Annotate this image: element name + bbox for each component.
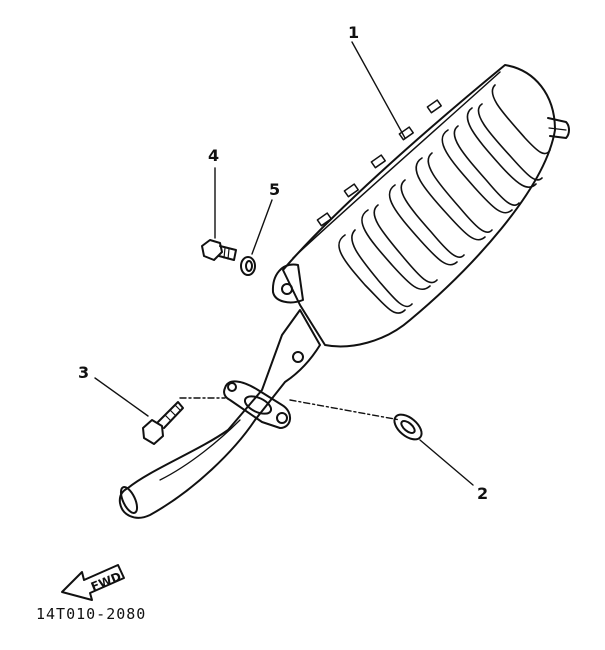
muffler-bolt [201, 239, 237, 261]
callout-3: 3 [78, 363, 90, 382]
callout-5: 5 [269, 180, 281, 199]
gasket [393, 413, 423, 441]
forward-arrow-icon: FWD [61, 564, 125, 601]
figure-code: 14T010-2080 [36, 605, 147, 623]
muffler-body [271, 64, 570, 348]
callout-4: 4 [208, 146, 220, 165]
lock-washer [240, 256, 256, 276]
callout-1: 1 [348, 23, 360, 42]
leader-lines [94, 41, 474, 486]
exhaust-pipe [118, 309, 321, 519]
callout-2: 2 [477, 484, 489, 503]
flange-bolt [142, 401, 184, 445]
